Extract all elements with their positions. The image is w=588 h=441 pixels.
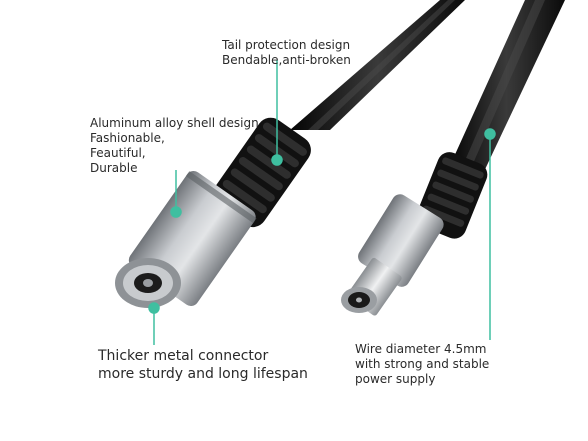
tail-pointer-dot	[271, 154, 283, 166]
connector-callout-title: Thicker metal connector	[98, 348, 269, 364]
shell-callout-title: Aluminum alloy shell design	[90, 116, 259, 130]
shell-callout-desc-3: Durable	[90, 161, 138, 175]
wire-callout-title: Wire diameter 4.5mm	[355, 342, 487, 356]
female-cable	[290, 0, 465, 130]
connector-callout: Thicker metal connector more sturdy and …	[98, 348, 308, 383]
connector-pointer-dot	[148, 302, 160, 314]
male-cable	[448, 0, 565, 180]
wire-callout-desc-1: with strong and stable	[355, 357, 490, 371]
wire-callout: Wire diameter 4.5mm with strong and stab…	[355, 342, 489, 387]
shell-pointer-dot	[170, 206, 182, 218]
male-plug-tip	[341, 287, 377, 313]
male-strain-relief	[416, 152, 488, 239]
callout-pointers	[148, 60, 496, 345]
connector-callout-desc: more sturdy and long lifespan	[98, 365, 308, 382]
tail-callout-desc: Bendable,anti-broken	[222, 53, 351, 67]
shell-callout-desc-2: Feautiful,	[90, 146, 146, 160]
wire-pointer-dot	[484, 128, 496, 140]
tail-callout: Tail protection design Bendable,anti-bro…	[222, 38, 351, 68]
wire-callout-desc-2: power supply	[355, 372, 436, 386]
shell-callout-desc-1: Fashionable,	[90, 131, 165, 145]
tail-callout-title: Tail protection design	[222, 38, 351, 52]
female-connector-face	[115, 258, 181, 308]
shell-callout: Aluminum alloy shell design Fashionable,…	[90, 116, 259, 176]
